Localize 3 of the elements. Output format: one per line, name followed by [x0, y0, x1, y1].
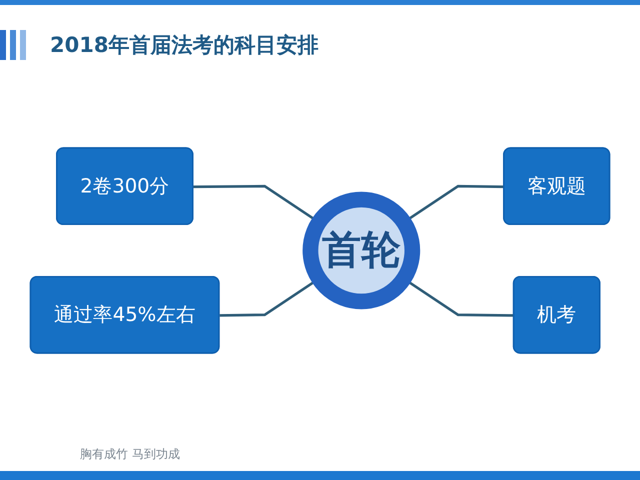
footer-note: 胸有成竹 马到功成	[80, 446, 180, 462]
diagram-title: 2018年首届法考的科目安排	[50, 32, 318, 59]
node-circle: 首轮	[302, 192, 420, 310]
